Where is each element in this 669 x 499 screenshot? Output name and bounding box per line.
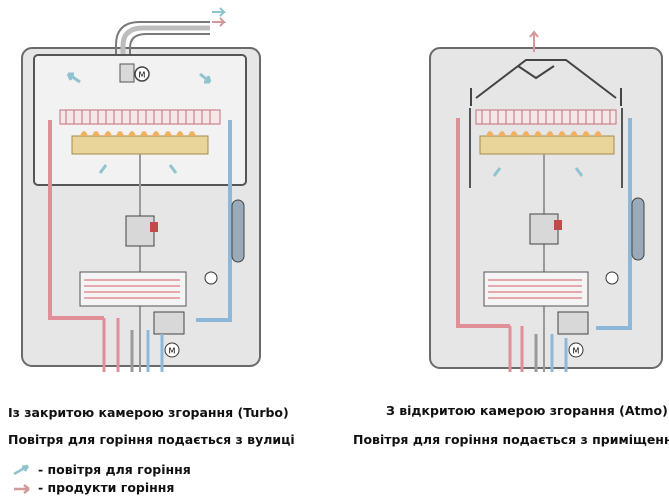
open-combustion-chamber: [469, 108, 623, 188]
boiler-casing: [429, 47, 663, 369]
air-arrows: [66, 72, 212, 174]
bottom-connections: [102, 318, 164, 372]
fan-icon: [134, 66, 150, 82]
svg-text:M: M: [139, 71, 146, 80]
svg-text:M: M: [169, 347, 176, 356]
heat-exchanger: [59, 109, 221, 125]
burner: [71, 135, 209, 155]
burner-flames: [80, 131, 196, 136]
expansion-vessel: [231, 199, 245, 263]
bottom-connections: [508, 326, 568, 372]
fan-housing: [119, 63, 135, 83]
coaxial-flue-pipe: [115, 21, 210, 68]
gas-valve: [125, 215, 155, 247]
three-way-valve: [153, 311, 185, 335]
draft-hood: [470, 59, 622, 106]
pump-icon: [605, 271, 619, 285]
burner: [479, 135, 615, 155]
expansion-vessel: [631, 197, 645, 261]
legend-label-flue: - продукти горіння: [38, 480, 175, 495]
gas-valve: [529, 213, 559, 245]
legend-item-air: - повітря для горіння: [12, 462, 191, 477]
three-way-valve: [557, 311, 589, 335]
pump-icon: [204, 271, 218, 285]
flue-arrows: [212, 7, 227, 27]
flue-arrow-icon: [14, 483, 30, 494]
legend-item-flue: - продукти горіння: [12, 480, 174, 495]
flue-up-arrow: [529, 30, 539, 52]
heating-circuit-pipes: [48, 120, 232, 372]
legend-label-air: - повітря для горіння: [38, 462, 191, 477]
atmo-caption-air: Повітря для горіння подається з приміщен…: [353, 432, 669, 447]
air-arrows: [492, 167, 584, 177]
atmo-caption-type: З відкритою камерою згорання (Atmo): [386, 403, 668, 418]
turbo-boiler-diagram: M M: [21, 7, 261, 372]
heating-circuit-pipes: [456, 118, 632, 372]
plate-heat-exchanger: [483, 271, 589, 307]
plate-heat-exchanger: [79, 271, 187, 307]
atmo-boiler-diagram: M: [429, 30, 663, 372]
svg-text:M: M: [573, 347, 580, 356]
air-arrow-icon: [13, 464, 30, 475]
turbo-caption-type: Із закритою камерою згорання (Turbo): [8, 405, 289, 420]
burner-flames: [486, 131, 602, 136]
turbo-caption-air: Повітря для горіння подається з вулиці: [8, 432, 295, 447]
